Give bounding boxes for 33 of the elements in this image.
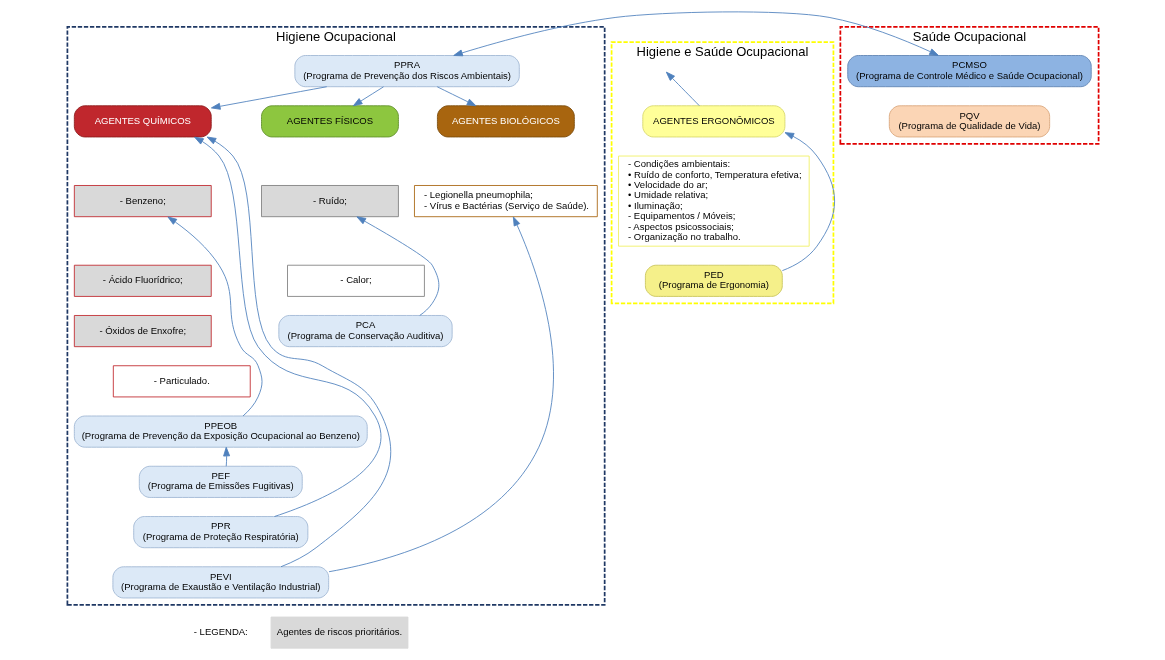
node-box: - Ácido Fluorídrico; [73, 264, 212, 297]
label: - LEGENDA: [193, 626, 248, 638]
node-box: - Calor; [286, 264, 425, 297]
arrow [328, 216, 554, 573]
node-box: - Ruído; [260, 185, 399, 218]
arrow [355, 216, 439, 316]
node-box: AGENTES BIOLÓGICOS [436, 105, 575, 138]
node-box: PCA (Programa de Conservação Auditiva) [277, 315, 453, 348]
node-box: AGENTES FÍSICOS [260, 105, 399, 138]
node-box: - Óxidos de Enxofre; [73, 315, 212, 348]
node-box: PEVI (Programa de Exaustão e Ventilação Industrial) [111, 566, 329, 599]
arrow [222, 446, 230, 467]
node-box: PED (Programa de Ergonomia) [644, 264, 783, 297]
arrow [452, 11, 939, 57]
arrow [352, 86, 384, 107]
node-box: PPRA (Programa de Prevenção dos Riscos Ambientais) [293, 55, 520, 88]
arrow [781, 132, 835, 272]
node-box: AGENTES QUÍMICOS [73, 105, 212, 138]
legend-label: Agentes de riscos prioritários. [276, 626, 402, 638]
arrow [665, 71, 700, 107]
node-box: PCMSO (Programa de Controle Médico e Saúde Ocupacional) [846, 55, 1092, 88]
arrow [210, 86, 327, 110]
node-box: PPR (Programa de Proteção Respiratória) [132, 516, 308, 549]
arrow [206, 136, 391, 568]
node-box: PPEOB (Programa de Prevenção da Exposição Ocupacional ao Benzeno) [73, 415, 368, 448]
node-box: PEF (Programa de Emissões Fugitivas) [138, 465, 303, 498]
node-box: - Benzeno; [73, 185, 212, 218]
arrow [167, 216, 262, 417]
node-box: AGENTES ERGONÔMICOS [641, 105, 785, 138]
node-box: - Particulado. [112, 365, 251, 398]
node-box: - Condições ambientais: • Ruído de conforto, Temperatura efetiva; • Velocidade do ar; • Umidade relativa; • Iluminação; - Equipamentos / Móveis; - Aspectos psicossociais; - Organização no trabalho. [617, 155, 810, 247]
node-box: PQV (Programa de Qualidade de Vida) [888, 105, 1050, 138]
node-box: - Legionella pneumophila; - Vírus e Bactérias (Serviço de Saúde). [413, 185, 598, 218]
